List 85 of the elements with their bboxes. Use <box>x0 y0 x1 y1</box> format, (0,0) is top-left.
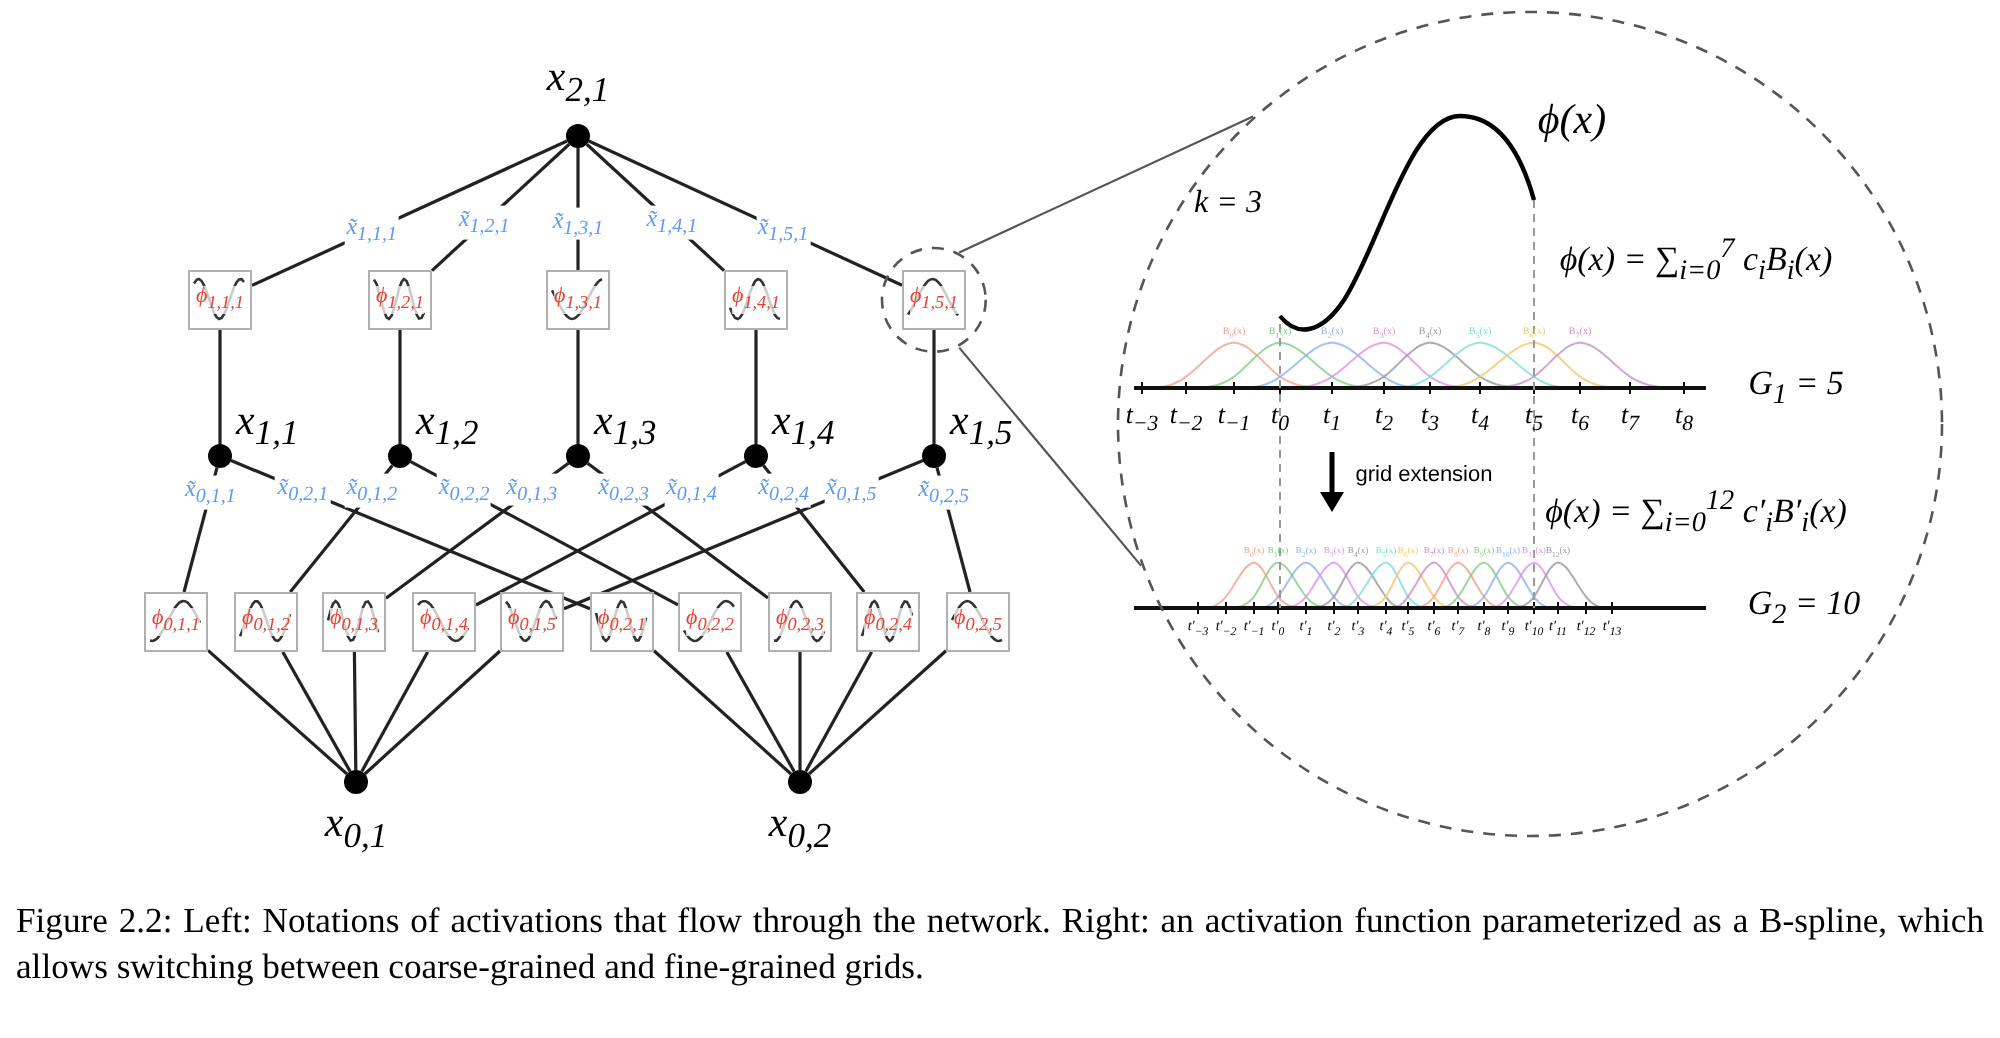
node-label: x$_{1,3}$ <box>594 400 657 452</box>
edge-label: x̃$_{0,1,2}$ <box>344 474 400 508</box>
node-label: x$_{0,2}$ <box>768 802 832 854</box>
connection-line <box>206 649 349 776</box>
zoom-circle <box>880 246 988 354</box>
connection-line <box>352 651 358 770</box>
connection-line <box>725 651 796 773</box>
connection-line <box>218 330 222 444</box>
figure-caption: Figure 2.2: Left: Notations of activations that flow through the network. Right: an activation function parameterized as a B-spline, which allows switching between coarse-grained and fine-grained grids. <box>16 898 1984 990</box>
tick-label: t$_{8}$ <box>1674 400 1694 436</box>
tick-label: t$_{0}$ <box>1270 400 1290 436</box>
node-label: x$_{1,1}$ <box>236 400 299 452</box>
neuron-dot <box>344 770 368 794</box>
connection-line <box>281 651 352 773</box>
edge-label: x̃$_{0,2,4}$ <box>756 474 811 508</box>
node-label: x$_{1,2}$ <box>416 400 479 452</box>
connection-line <box>363 649 502 776</box>
activation-label: ϕ$_{1,1,1}$ <box>195 286 244 314</box>
activation-label: ϕ$_{1,5,1}$ <box>909 286 958 314</box>
leader-line <box>958 346 1142 567</box>
edge-label: x̃$_{0,1,1}$ <box>183 476 238 509</box>
edge-label: x̃$_{0,2,1}$ <box>275 473 331 507</box>
edge-label: x̃$_{1,2,1}$ <box>456 206 512 239</box>
tick-label: t$_{4}$ <box>1470 400 1490 436</box>
magnified-view-circle <box>1116 10 1944 838</box>
grid-size-label: G$_{1}$ = 5 <box>1748 366 1844 410</box>
tick-label: t$_{6}$ <box>1570 400 1590 436</box>
tick-label: t$_{2}$ <box>1374 400 1394 436</box>
connection-line <box>798 652 802 770</box>
activation-label: ϕ$_{0,2,3}$ <box>775 608 824 636</box>
connection-line <box>807 649 948 776</box>
formula: ϕ(x) = ∑$_{i=0}$$^{12}$ c′$_{i}$B′$_{i}$(x) <box>1545 486 1847 538</box>
neuron-dot <box>566 444 590 468</box>
edge-label: x̃$_{1,1,1}$ <box>344 214 400 247</box>
node-label: x$_{1,5}$ <box>950 400 1013 452</box>
activation-label: ϕ$_{0,2,2}$ <box>685 608 734 636</box>
neuron-dot <box>208 444 232 468</box>
tick-label: t$_{5}$ <box>1524 400 1544 436</box>
connection-line <box>398 330 402 444</box>
edge-label: x̃$_{1,5,1}$ <box>755 214 811 247</box>
neuron-dot <box>744 444 768 468</box>
grid-size-label: G$_{2}$ = 10 <box>1747 586 1861 630</box>
activation-label: ϕ$_{0,1,5}$ <box>507 608 556 636</box>
neuron-dot <box>566 124 590 148</box>
tick-label: t$_{7}$ <box>1620 400 1640 436</box>
edge-label: x̃$_{0,1,5}$ <box>823 473 879 507</box>
neuron-dot <box>922 444 946 468</box>
parameter-label: k = 3 <box>1194 188 1262 220</box>
edge-label: x̃$_{0,2,2}$ <box>436 473 492 507</box>
tick-label: t$_{1}$ <box>1322 400 1342 436</box>
tick-label: t$_{−3}$ <box>1125 400 1159 436</box>
connection-line <box>360 651 429 773</box>
connection-line <box>932 330 936 444</box>
node-label: x$_{2,1}$ <box>546 56 610 108</box>
neuron-dot <box>788 770 812 794</box>
tick-label: t$_{−2}$ <box>1169 400 1203 436</box>
activation-label: ϕ$_{1,3,1}$ <box>553 286 602 314</box>
tick-label: t$_{3}$ <box>1420 400 1440 436</box>
activation-label: ϕ$_{0,1,2}$ <box>241 608 290 636</box>
formula: ϕ(x) = ∑$_{i=0}$$^{7}$ c$_{i}$B$_{i}$(x) <box>1559 234 1833 286</box>
tick-label: t$_{−1}$ <box>1217 400 1251 436</box>
activation-label: ϕ$_{0,1,4}$ <box>419 608 468 636</box>
activation-label: ϕ$_{1,4,1}$ <box>731 286 780 314</box>
function-label: ϕ(x) <box>1537 99 1607 141</box>
connection-line <box>754 330 758 444</box>
edge-label: x̃$_{0,1,4}$ <box>664 473 719 507</box>
activation-label: ϕ$_{0,2,5}$ <box>953 608 1002 636</box>
edge-label: x̃$_{1,4,1}$ <box>644 206 700 239</box>
leader-line <box>958 115 1254 254</box>
connection-line <box>576 330 580 444</box>
activation-label: ϕ$_{0,1,1}$ <box>151 608 200 636</box>
arrow-label: grid extension <box>1355 465 1493 487</box>
activation-label: ϕ$_{0,2,1}$ <box>597 608 646 636</box>
activation-label: ϕ$_{0,2,4}$ <box>863 608 912 636</box>
neuron-dot <box>388 444 412 468</box>
edge-label: x̃$_{0,2,5}$ <box>916 476 971 509</box>
connection-line <box>652 649 793 776</box>
node-label: x$_{0,1}$ <box>324 802 388 854</box>
connection-line <box>804 651 873 773</box>
edge-label: x̃$_{1,3,1}$ <box>550 207 606 240</box>
edge-label: x̃$_{0,2,3}$ <box>596 473 651 507</box>
edge-label: x̃$_{0,1,3}$ <box>504 473 560 507</box>
activation-label: ϕ$_{0,1,3}$ <box>329 608 378 636</box>
node-label: x$_{1,4}$ <box>772 400 835 452</box>
activation-label: ϕ$_{1,2,1}$ <box>375 286 424 314</box>
